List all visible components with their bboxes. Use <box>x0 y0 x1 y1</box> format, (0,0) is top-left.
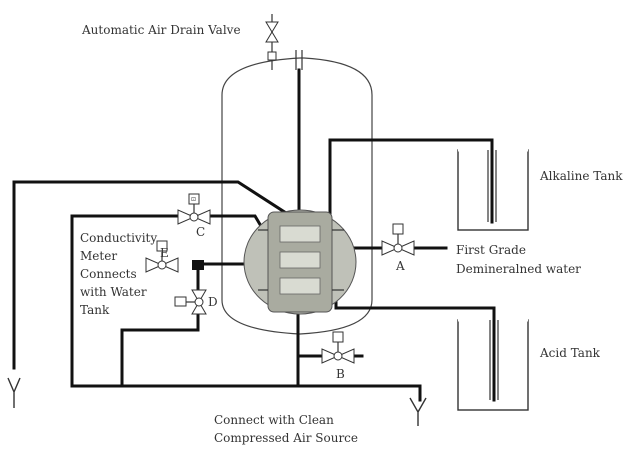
acid-tank-label: Acid Tank <box>539 346 601 360</box>
valve-b-letter: B <box>336 367 345 381</box>
air-drain-valve-label: Automatic Air Drain Valve <box>81 23 241 37</box>
valve-b: B <box>321 331 355 381</box>
bottom-drain-funnel <box>409 397 427 426</box>
left-drain-funnel <box>7 377 21 408</box>
valve-manifold <box>243 209 357 315</box>
valve-d-letter: D <box>208 295 218 309</box>
valve-d: D <box>174 289 218 315</box>
cond-label-line3: Connects <box>80 267 137 281</box>
svg-text:⊡: ⊡ <box>191 196 196 203</box>
conductivity-sensor <box>192 260 204 270</box>
water-label-line2: Demineralned water <box>456 262 581 276</box>
valve-e: E <box>145 240 179 273</box>
valve-a-letter: A <box>395 259 405 273</box>
air-source-label-line2: Compressed Air Source <box>214 431 358 445</box>
water-label-line1: First Grade <box>456 243 526 257</box>
air-source-label-line1: Connect with Clean <box>214 413 334 427</box>
cond-label-line1: Conductivity <box>80 231 157 245</box>
bottom-drain-pipe <box>296 384 422 402</box>
valve-c-letter: C <box>196 225 205 239</box>
air-drain-valve <box>265 14 303 70</box>
vessel-outline <box>221 57 373 335</box>
alkaline-tank-label: Alkaline Tank <box>539 169 623 183</box>
left-drain-pipe <box>12 180 303 370</box>
valve-e-letter: E <box>160 246 169 260</box>
air-source-pipe <box>70 304 300 388</box>
cond-label-line5: Tank <box>80 303 110 317</box>
valve-c: ⊡ C <box>177 193 211 239</box>
valve-a: A <box>381 223 415 273</box>
cond-label-line4: with Water <box>80 285 147 299</box>
meter-pipe <box>120 262 272 386</box>
alkaline-pipe <box>328 138 494 224</box>
cond-label-line2: Meter <box>80 249 117 263</box>
